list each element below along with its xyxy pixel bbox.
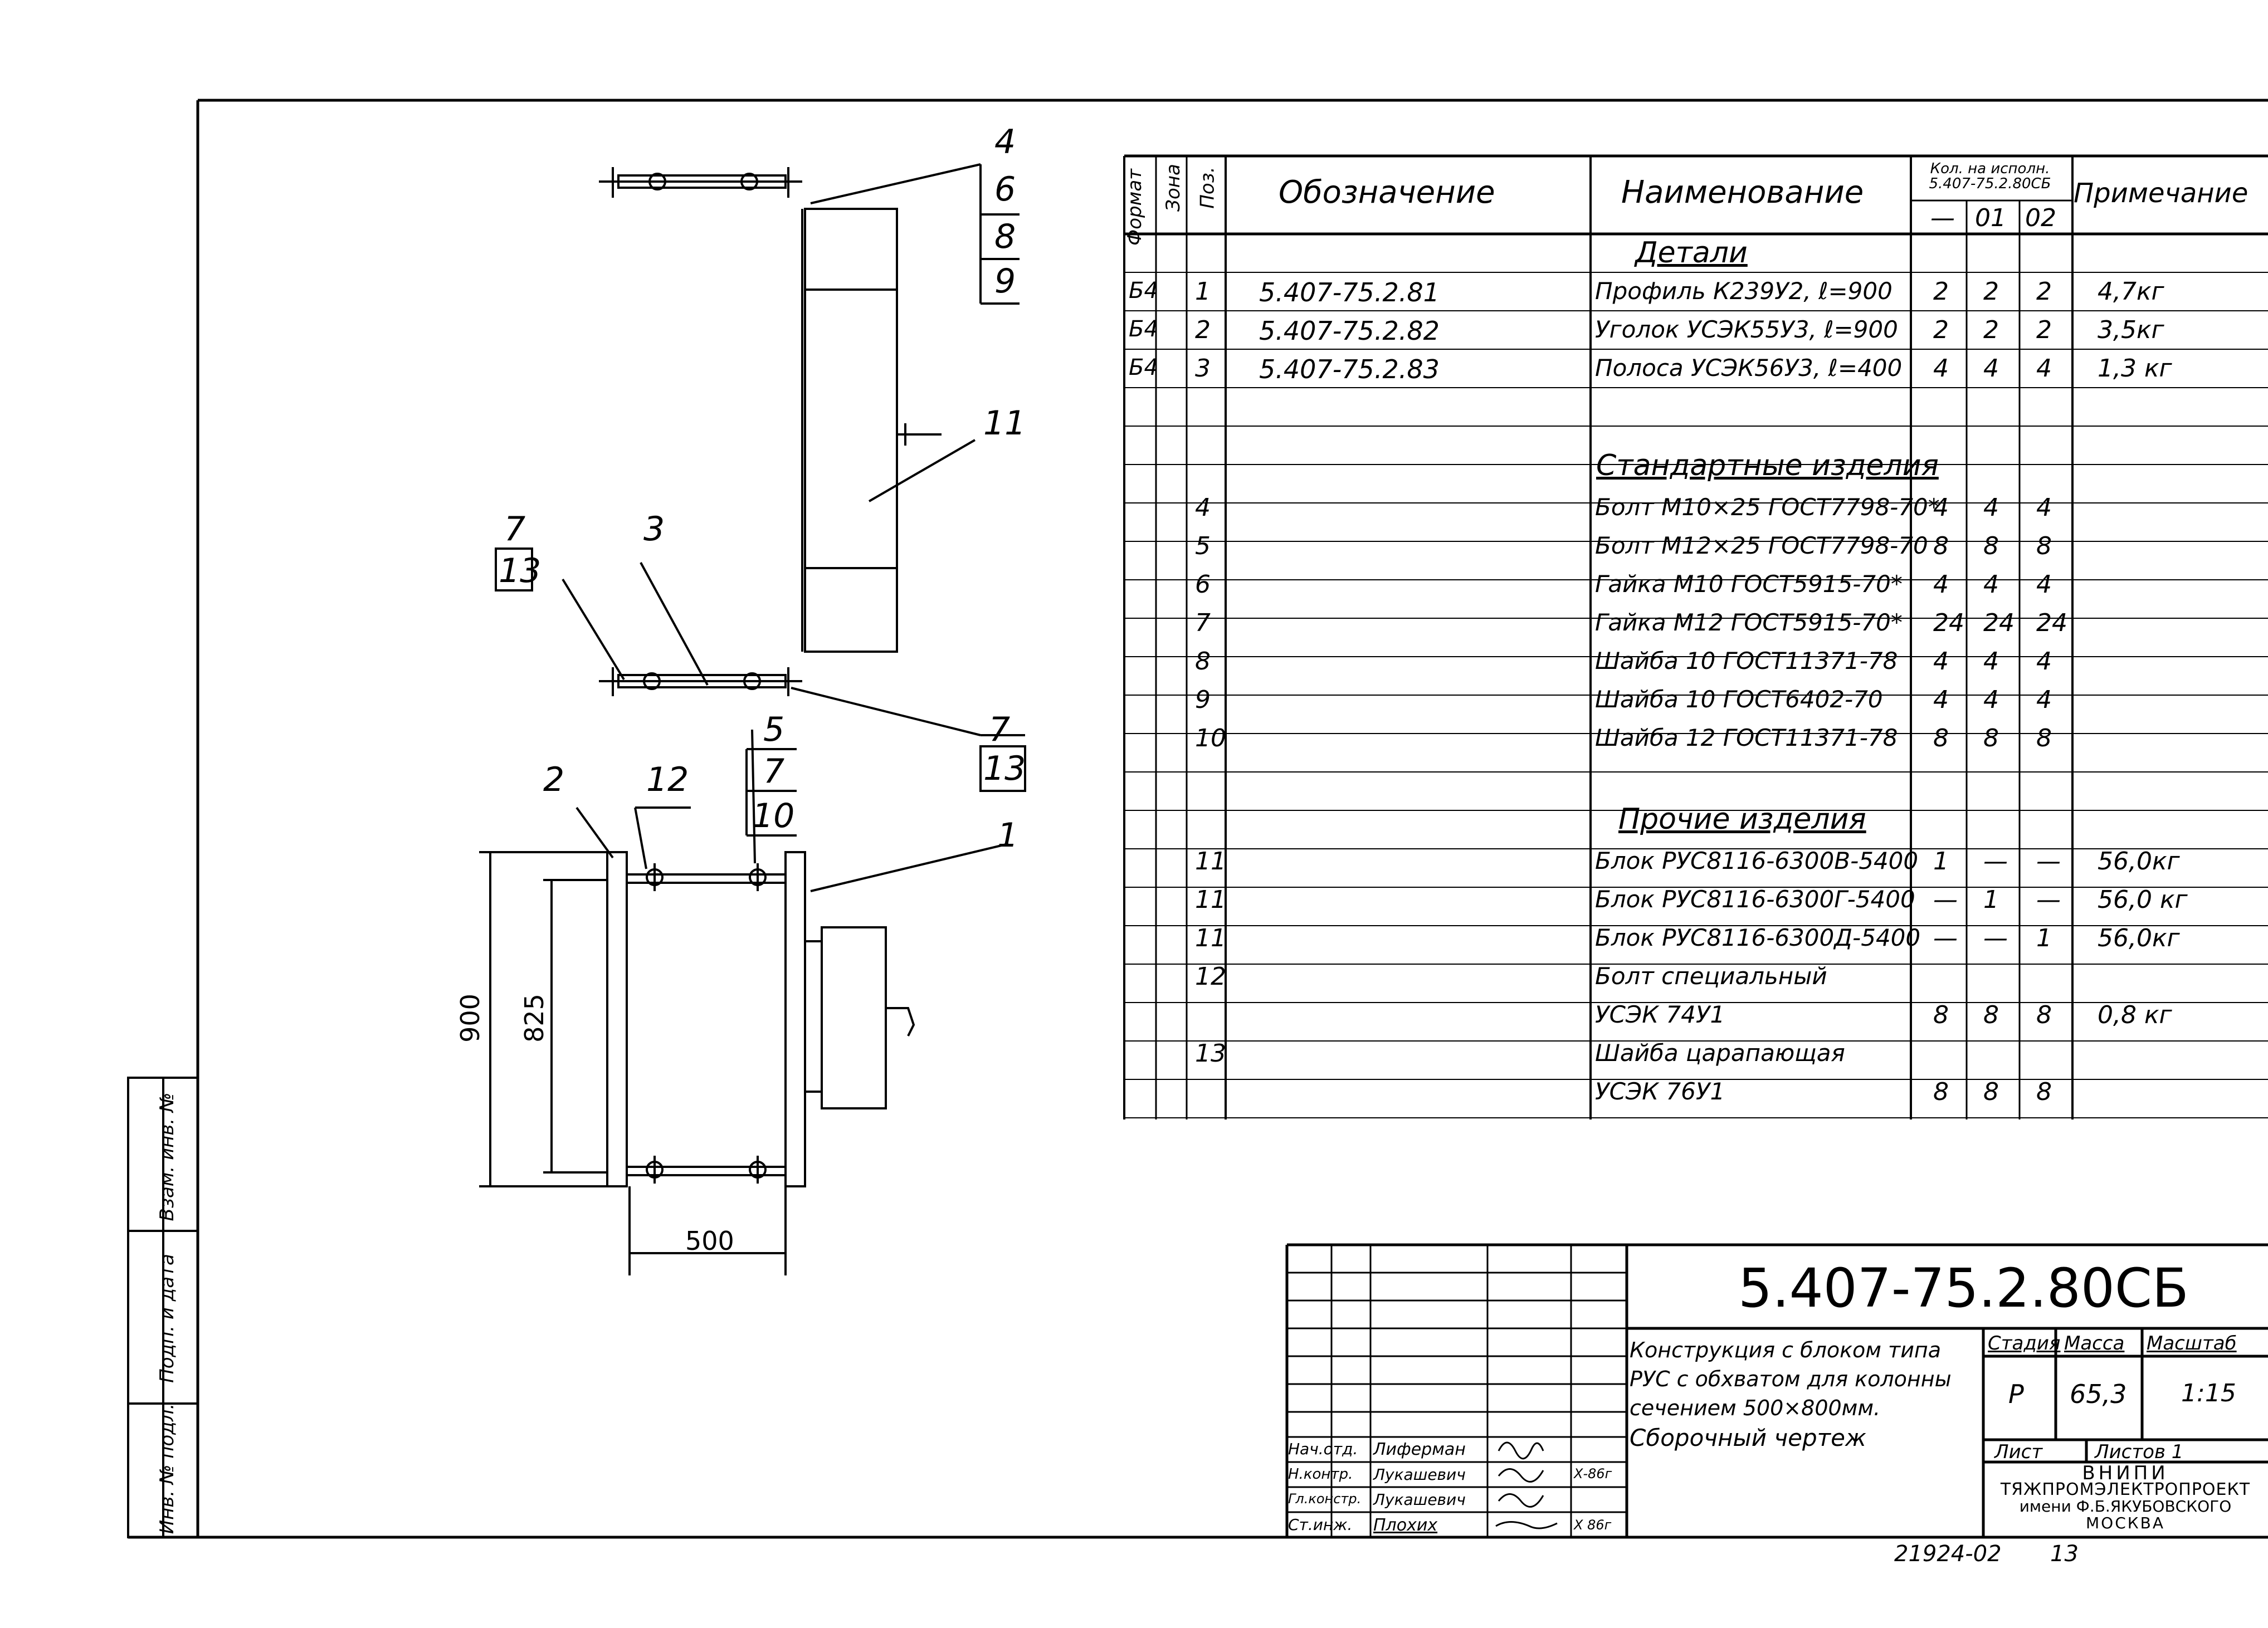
callout-12: 12 [646,760,689,799]
archive-number: 21924-02 [1894,1541,2002,1567]
title-line-1: Конструкция с блоком типа [1630,1338,1942,1362]
org-line-3: имени Ф.Б.ЯКУБОВСКОГО [2019,1497,2232,1515]
stage-value: Р [2008,1379,2024,1409]
signer-role-2: Н.контр. [1288,1466,1353,1483]
callout-7-lower: 7 [763,752,785,791]
signer-role-4: Ст.инж. [1288,1515,1353,1534]
signer-name-3: Лукашевич [1373,1490,1466,1509]
callout-3: 3 [643,510,665,549]
callout-13-left: 13 [499,551,542,590]
signer-name-2: Лукашевич [1373,1465,1466,1484]
title-lines: Конструкция с блоком типа РУС с обхватом… [1630,1339,1952,1450]
callout-9: 9 [994,262,1016,301]
signature-marks [1495,1441,1558,1529]
signer-role-1: Нач.отд. [1288,1440,1358,1458]
title-line-2: РУС с обхватом для колонны [1630,1367,1952,1391]
callout-7-right: 7 [989,710,1011,749]
stage-label: Стадия [1988,1332,2061,1355]
callout-1: 1 [997,816,1019,855]
signer-date-4: Х 86г [1574,1517,1612,1533]
org-line-2: ТЯЖПРОМЭЛЕКТРОПРОЕКТ [2000,1480,2251,1499]
signer-role-3: Гл.констр. [1288,1491,1362,1507]
callout-2: 2 [543,760,565,799]
callout-10: 10 [752,796,795,835]
title-line-3: сечением 500×800мм. [1630,1396,1881,1420]
callout-6: 6 [994,170,1016,209]
scale-value: 1:15 [2181,1379,2236,1407]
dimension-500: 500 [685,1226,734,1256]
callout-11: 11 [983,404,1026,443]
org-line-4: МОСКВА [2086,1514,2165,1532]
signer-name-1: Лиферман [1373,1440,1466,1459]
callout-4: 4 [994,123,1016,162]
mass-label: Масса [2064,1332,2125,1355]
page-number: 13 [2050,1541,2079,1567]
sheet-label: Лист [1994,1441,2043,1463]
sheets-label: Листов 1 [2095,1441,2184,1463]
signer-name-4: Плохих [1373,1515,1438,1535]
scale-label: Масштаб [2147,1332,2237,1355]
mass-value: 65,3 [2070,1379,2127,1409]
callout-7-left: 7 [504,510,526,549]
title-line-4: Сборочный чертеж [1630,1424,1866,1451]
callout-8: 8 [994,217,1016,256]
signer-date-2: Х-86г [1574,1466,1612,1482]
document-code: 5.407-75.2.80СБ [1738,1257,2189,1319]
callout-13-right: 13 [983,749,1026,788]
organization: ВНИПИ ТЯЖПРОМЭЛЕКТРОПРОЕКТ имени Ф.Б.ЯКУ… [1986,1462,2265,1532]
callout-5: 5 [763,710,785,749]
org-line-1: ВНИПИ [2082,1462,2169,1484]
